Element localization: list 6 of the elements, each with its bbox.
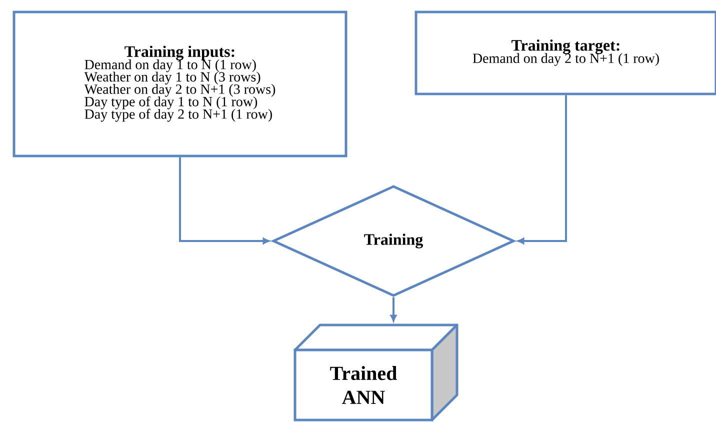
arrow xyxy=(390,297,397,322)
text-box: Training inputs: Demand on day 1 to N (1 row) Weather on day 1 to N (3 rows) Weather on day 2 to N+1 (3 rows) Day type of day 1 to N (1 row) Day type of day 2 to N+1 (1 row) xyxy=(12,10,348,158)
text-box: Training target: Demand on day 2 to N+1 (1 row) xyxy=(414,10,716,96)
arrow xyxy=(518,95,567,244)
arrow xyxy=(179,157,270,244)
cube-box: Trained ANN xyxy=(294,324,458,422)
